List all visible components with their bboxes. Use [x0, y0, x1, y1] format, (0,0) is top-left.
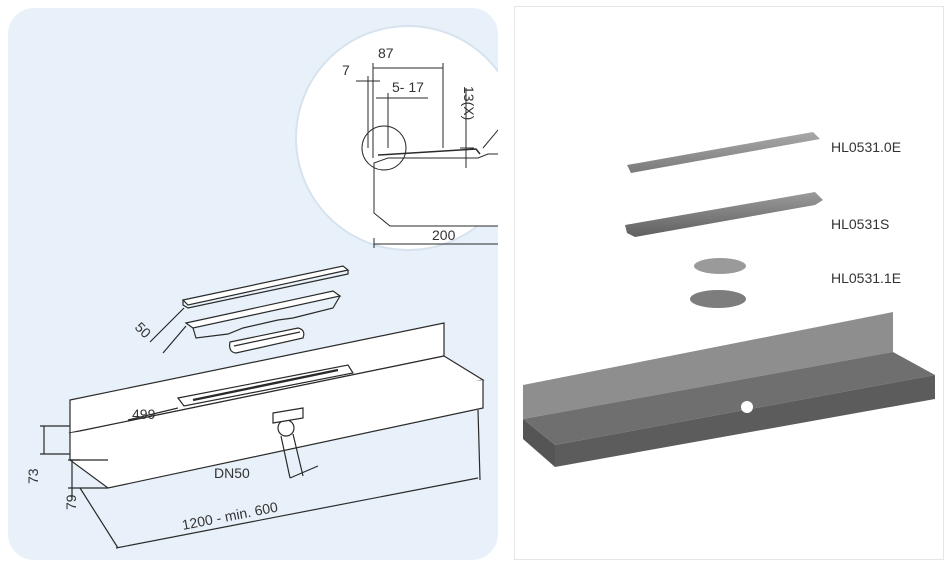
detail-dim-range-label: 5- 17 [392, 79, 424, 95]
frame-part [625, 192, 823, 237]
trap-insert-shape [229, 327, 305, 354]
parts-render-panel: HL0531.0E HL0531S HL0531.1E [514, 6, 944, 560]
dim-200-lines [373, 238, 498, 248]
dim-87-lines [372, 63, 444, 158]
dim-slope-lines [482, 129, 498, 149]
part-label-grate: HL0531.0E [831, 139, 901, 155]
dim-499-line [127, 407, 179, 421]
profile-section [373, 153, 498, 227]
grate-part [627, 132, 820, 173]
trap-bottom-part [690, 290, 746, 308]
channel-inner [192, 368, 339, 402]
parts-render: HL0531.0E HL0531S HL0531.1E [523, 132, 935, 467]
profile-grate [377, 148, 481, 156]
part-label-frame: HL0531S [831, 216, 889, 232]
dim-length-lines [79, 409, 481, 549]
technical-drawing: 87 7 5- 17 13(X) 3% 79 200 50 499 DN50 7… [25, 25, 498, 549]
base-upstand-part [523, 312, 893, 419]
outlet-flange [272, 407, 304, 424]
base-top-part [523, 352, 935, 445]
height-back-label: 79 [63, 494, 79, 510]
base-side-part [523, 419, 555, 467]
grate-width-label: 50 [132, 319, 154, 341]
part-label-trap: HL0531.1E [831, 270, 901, 286]
detail-dim-87-label: 87 [378, 45, 394, 61]
detail-dim-200-label: 200 [432, 227, 456, 243]
outlet-hole [741, 401, 753, 413]
dim-73-lines [40, 425, 70, 455]
outlet-pipe [277, 419, 295, 437]
grate-cover-edge [182, 270, 349, 309]
total-length-label: 1200 - min. 600 [181, 499, 280, 533]
outlet-label: DN50 [214, 465, 250, 481]
detail-magnifier [361, 125, 407, 171]
height-front-label: 73 [25, 468, 41, 484]
channel-length-label: 499 [132, 406, 156, 422]
trap-insert-line [233, 331, 301, 347]
dim-range-lines [376, 93, 428, 148]
dim-7-lines [356, 76, 380, 148]
dim-79-lines [68, 459, 108, 500]
dim-50-lines [149, 307, 187, 354]
trap-top-part [694, 258, 746, 274]
dn50-dim-lines [280, 433, 319, 479]
base-front-part [555, 375, 935, 467]
frame-edge [192, 295, 341, 339]
detail-dim-13x-label: 13(X) [461, 86, 477, 120]
dim-13-lines [460, 88, 474, 168]
technical-drawing-panel: 87 7 5- 17 13(X) 3% 79 200 50 499 DN50 7… [8, 8, 498, 560]
detail-dim-7-label: 7 [342, 62, 350, 78]
